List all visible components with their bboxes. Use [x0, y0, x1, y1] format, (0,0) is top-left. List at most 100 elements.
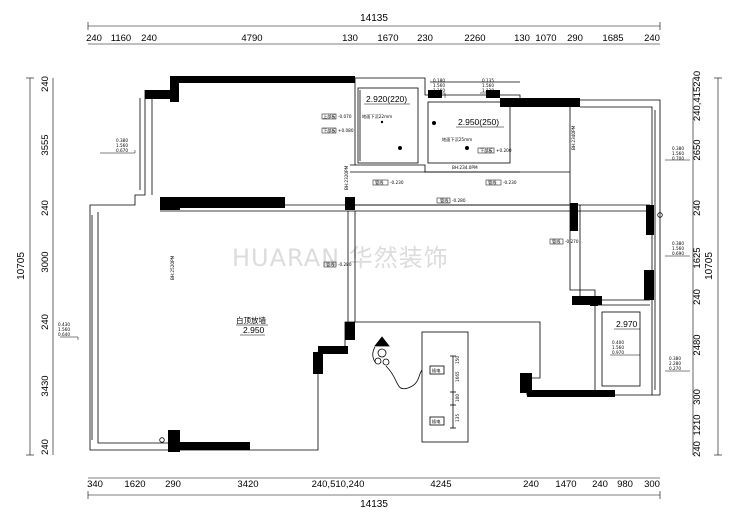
top-dim: 240 [644, 33, 660, 44]
leader-lines [60, 92, 690, 372]
right-dim: 300 [692, 389, 703, 405]
note: 下部板 [323, 127, 336, 134]
bottom-dim: 240 [523, 479, 539, 490]
bottom-dim: 1470 [555, 479, 576, 490]
stack: 0.270 [669, 366, 681, 371]
note: -0.070 [338, 114, 352, 119]
note: 地面下沉22mm [362, 113, 392, 120]
right-dim: 240 [692, 289, 703, 305]
top-dim: 240 [86, 33, 102, 44]
left-dim: 3555 [40, 134, 51, 155]
stack: 1.560 [58, 327, 70, 332]
stack: 0.970 [612, 350, 624, 355]
left-dimensions: 240 3555 240 3000 240 3430 240 [40, 76, 51, 455]
dimension-lines [26, 22, 722, 499]
right-dim: 240,415240 [692, 71, 703, 121]
top-dim: 1670 [377, 33, 398, 44]
note: 管线 [488, 179, 497, 186]
bathroom-2 [427, 101, 511, 164]
bathroom-1 [357, 87, 419, 164]
main-room-level: 2.950 [243, 325, 265, 335]
top-dim: 4790 [241, 33, 262, 44]
stack: 1.560 [482, 83, 494, 88]
note: 管线 [440, 197, 449, 204]
note: 管线 [326, 261, 335, 268]
stack: 0.380 [116, 138, 128, 143]
stack: 0.380 [672, 241, 684, 246]
stack: 1.560 [116, 143, 128, 148]
note: 地面下沉25mm [442, 136, 472, 143]
bottom-total-dimension: 14135 [360, 499, 388, 510]
stack: 0.700 [672, 156, 684, 161]
top-dim: 1685 [602, 33, 623, 44]
bottom-dim: 240 [592, 479, 608, 490]
stack: 1.160 [433, 88, 445, 93]
note: BH:234.0PM [452, 165, 478, 170]
note: -0.280 [338, 262, 352, 267]
pendant-lamp [372, 336, 423, 390]
stack: 0.430 [58, 322, 70, 327]
solid-walls [145, 76, 654, 452]
left-dim: 3000 [40, 251, 51, 272]
bottom-dim: 3420 [237, 479, 258, 490]
note: 100 [455, 394, 460, 402]
note: 下部板 [480, 147, 493, 154]
stack: 0.670 [116, 148, 128, 153]
note: BH:2340PM [571, 125, 576, 150]
right-dim: 2650 [692, 139, 703, 160]
kitchen-island [421, 331, 469, 443]
stack: 2.280 [669, 361, 681, 366]
stack: 1.560 [672, 246, 684, 251]
note: 1665 [455, 371, 460, 382]
bottom-dim: 340 [87, 479, 103, 490]
top-dim: 130 [342, 33, 358, 44]
bottom-dim: 980 [617, 479, 633, 490]
bottom-dim: 1620 [124, 479, 145, 490]
note: 管线 [375, 179, 384, 186]
level-stacks: 0.380 1.560 0.670 0.180 1.560 1.160 0.13… [58, 78, 684, 371]
stack: 1.560 [672, 151, 684, 156]
left-dim: 240 [40, 200, 51, 216]
main-room-label: 白顶放墙 [236, 315, 266, 325]
note: -0.280 [452, 198, 466, 203]
note: 135 [455, 414, 460, 422]
left-total-dimension: 10705 [16, 252, 27, 280]
note: 上部板 [323, 113, 336, 120]
top-dimensions: 240 1160 240 4790 130 1670 230 2260 130 … [86, 33, 660, 44]
stack: 1.120 [482, 88, 494, 93]
right-dim: 240 [692, 200, 703, 216]
level-underlines [236, 103, 640, 336]
stack: 0.180 [433, 78, 445, 83]
stack: 0.135 [482, 78, 494, 83]
watermark: HUARAN 华然装饰 [232, 244, 449, 272]
bottom-dimensions: 340 1620 290 3420 240,510,240 4245 240 1… [87, 479, 660, 490]
bottom-dim: 290 [165, 479, 181, 490]
bottom-dim: 300 [644, 479, 660, 490]
left-dim: 3430 [40, 375, 51, 396]
top-total-dimension: 14135 [360, 13, 388, 24]
note: -0.230 [503, 180, 517, 185]
left-dim: 240 [40, 439, 51, 455]
note: 插电 [432, 367, 441, 374]
note: BH:2320PM [344, 165, 349, 190]
bottom-dim: 240,510,240 [312, 479, 365, 490]
top-dim: 1160 [111, 33, 131, 44]
top-dim: 290 [567, 33, 583, 44]
bottom-dim: 4245 [430, 479, 451, 490]
right-dimensions: 240,415240 2650 240 1625 240 2480 300 12… [692, 71, 703, 457]
left-dim: 240 [40, 76, 51, 92]
stack: 1.560 [433, 83, 445, 88]
left-dim: 240 [40, 314, 51, 330]
stack: 0.380 [672, 146, 684, 151]
bathrooms [159, 87, 663, 443]
right-dim: 1210 [692, 414, 703, 435]
stack: 0.690 [672, 251, 684, 256]
top-dim: 130 [514, 33, 530, 44]
note: 插电 [432, 418, 441, 425]
right-dim: 240 [692, 441, 703, 457]
ceiling-notes: 地面下沉22mm 地面下沉25mm 上部板 -0.070 下部板 +0.080 … [170, 113, 579, 425]
bathroom-2-level: 2.950(250) [458, 117, 499, 127]
stack: 0.400 [612, 340, 624, 345]
note: +0.200 [496, 148, 512, 153]
